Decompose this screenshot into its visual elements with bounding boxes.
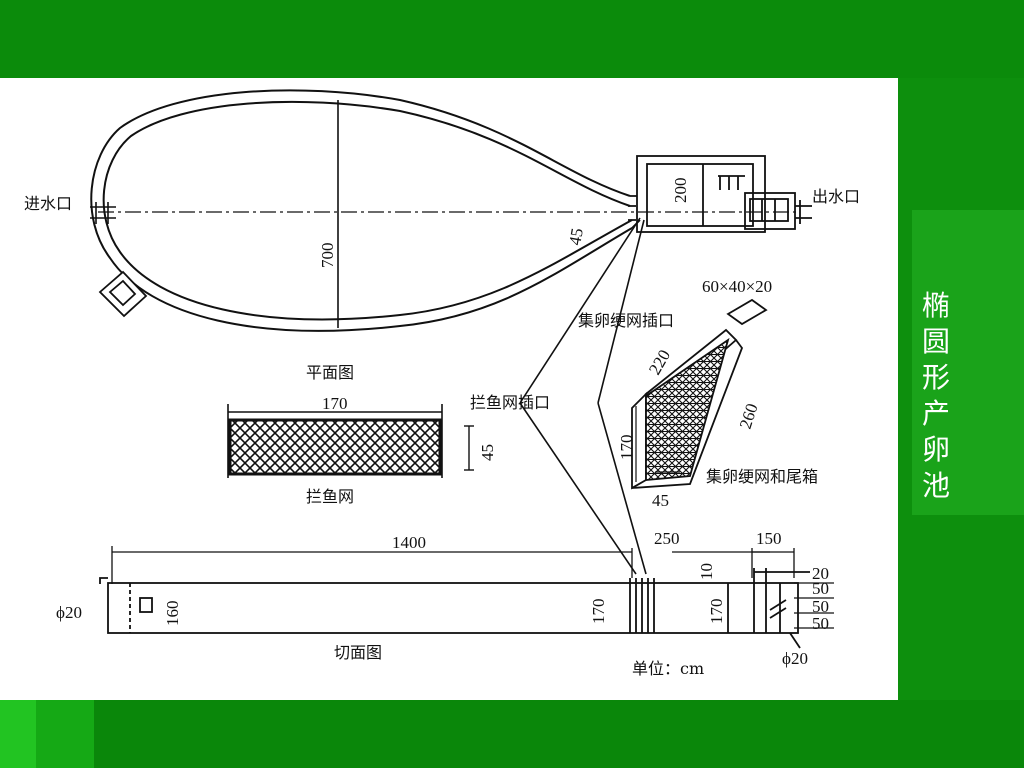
dim-220: 220 [645, 346, 674, 378]
outlet-label: 出水口 [812, 187, 860, 206]
dim-phi20-left: ϕ20 [56, 603, 82, 622]
dim-1400: 1400 [392, 533, 426, 552]
bottom-accent-square [0, 700, 36, 768]
dim-700: 700 [318, 243, 337, 269]
egg-net-slot-label: 集卵绠网插口 [578, 311, 674, 330]
dim-sec-170-1: 170 [589, 599, 608, 625]
slide-title-char: 产 [921, 397, 950, 430]
dim-150: 150 [756, 529, 782, 548]
slide-title-char: 椭 [921, 289, 950, 322]
dim-sec-170-2: 170 [707, 599, 726, 625]
section-view-title: 切面图 [334, 643, 382, 662]
dim-260: 260 [736, 401, 762, 431]
drain-box [98, 270, 148, 318]
dim-160: 160 [163, 601, 182, 627]
dim-phi20-right: ϕ20 [782, 649, 808, 668]
dim-50-b: 50 [812, 597, 829, 616]
dim-10: 10 [697, 563, 716, 580]
dim-45: 45 [565, 227, 587, 247]
fish-net-drawing [227, 404, 474, 478]
unit-label: 单位：cm [632, 659, 704, 678]
fish-net-title: 拦鱼网 [306, 487, 354, 506]
slide-right-accent [912, 210, 1024, 515]
pond-diagram: 进水口 出水口 700 200 45 平面图 170 45 拦鱼网 拦鱼网插口 … [24, 89, 860, 678]
dim-box: 60×40×20 [702, 277, 772, 296]
dim-box-45: 45 [652, 491, 669, 510]
dim-net-45: 45 [478, 444, 497, 461]
dim-20: 20 [812, 564, 829, 583]
inlet-label: 进水口 [24, 194, 72, 213]
inlet-pipe [90, 202, 116, 224]
dim-250: 250 [654, 529, 680, 548]
dim-200: 200 [671, 178, 690, 204]
outlet-structure [628, 155, 812, 233]
slide-top-band [0, 0, 1024, 78]
slide-title: 椭 圆 形 产 卵 池 [916, 288, 956, 504]
slide-title-char: 池 [921, 469, 950, 502]
slide-bottom-band [0, 700, 1024, 768]
dim-50-a: 50 [812, 579, 829, 598]
bottom-accent-square [36, 700, 94, 768]
plan-view-title: 平面图 [306, 363, 354, 382]
slide-title-char: 形 [921, 361, 950, 394]
section-view-drawing [99, 546, 834, 649]
net-slot-label: 拦鱼网插口 [470, 393, 550, 412]
diagram-panel: 进水口 出水口 700 200 45 平面图 170 45 拦鱼网 拦鱼网插口 … [0, 78, 898, 700]
egg-net-box-label: 集卵绠网和尾箱 [706, 467, 818, 486]
slide-title-char: 圆 [921, 325, 950, 358]
pond-outline [90, 89, 633, 332]
egg-net-drawing [631, 298, 768, 490]
dim-50-c: 50 [812, 614, 829, 633]
slot-leader-lines [519, 217, 647, 575]
slide-title-char: 卵 [921, 433, 950, 466]
dim-net-170: 170 [322, 394, 348, 413]
dim-box-170: 170 [617, 435, 636, 461]
